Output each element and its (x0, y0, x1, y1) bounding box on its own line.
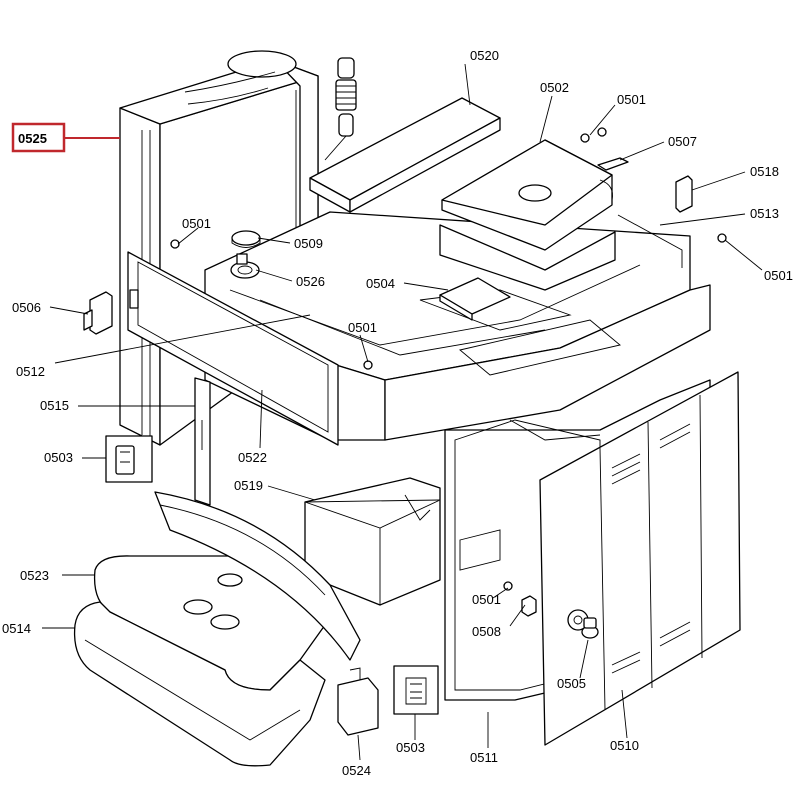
label-0520: 0520 (470, 48, 499, 63)
label-0510: 0510 (610, 738, 639, 753)
part-knob-0505 (581, 617, 599, 639)
label-0518: 0518 (750, 164, 779, 179)
label-0525: 0525 (18, 131, 47, 146)
label-0502: 0502 (540, 80, 569, 95)
label-0507: 0507 (668, 134, 697, 149)
part-clip-0507 (597, 157, 629, 171)
part-column-0515 (194, 377, 211, 506)
highlight-box-0525 (11, 122, 66, 153)
part-lid-plate-0520 (309, 97, 501, 213)
label-0501: 0501 (764, 268, 793, 283)
part-clip-0503-a (105, 435, 153, 483)
part-container-0502 (439, 139, 616, 291)
label-0511: 0511 (470, 750, 498, 765)
label-0513: 0513 (750, 206, 779, 221)
label-0501: 0501 (348, 320, 377, 335)
part-base-tray-0514 (73, 601, 326, 767)
label-0509: 0509 (294, 236, 323, 251)
label-0515: 0515 (40, 398, 69, 413)
label-0526: 0526 (296, 274, 325, 289)
label-0504: 0504 (366, 276, 395, 291)
part-cap-0526 (230, 253, 260, 279)
part-bracket-0508 (521, 595, 537, 617)
part-front-panel-0512 (127, 251, 339, 446)
part-block-0524 (337, 667, 379, 736)
label-0501: 0501 (472, 592, 501, 607)
part-bracket-0522 (154, 491, 361, 661)
label-0522: 0522 (238, 450, 267, 465)
part-valve-spring (324, 57, 357, 161)
label-0519: 0519 (234, 478, 263, 493)
label-0503: 0503 (44, 450, 73, 465)
part-bracket-0513 (617, 214, 683, 268)
label-0512: 0512 (16, 364, 45, 379)
part-plate-0504 (439, 277, 511, 321)
label-0524: 0524 (342, 763, 371, 778)
screws-0501 (170, 127, 727, 591)
leader-lines (42, 63, 763, 761)
part-side-panel-0510 (539, 371, 741, 746)
part-holder-0518 (675, 175, 693, 213)
part-labels: 0525 0520 0502 0501 0507 0518 0513 0501 … (2, 48, 793, 778)
label-0508: 0508 (472, 624, 501, 639)
label-0501: 0501 (182, 216, 211, 231)
label-0503: 0503 (396, 740, 425, 755)
part-cap-0509 (231, 230, 261, 248)
part-switch-0506 (83, 291, 113, 335)
label-0514: 0514 (2, 621, 31, 636)
label-0506: 0506 (12, 300, 41, 315)
label-0501: 0501 (617, 92, 646, 107)
label-0505: 0505 (557, 676, 586, 691)
part-clip-0503-b (393, 665, 439, 715)
label-0523: 0523 (20, 568, 49, 583)
